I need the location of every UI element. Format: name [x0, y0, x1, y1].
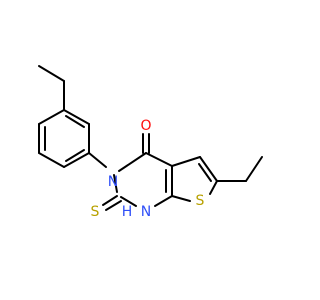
bond	[38, 152, 65, 168]
bond	[171, 156, 201, 167]
bond	[63, 152, 90, 168]
thiophene-ring	[171, 156, 218, 202]
bond	[38, 65, 65, 82]
bond	[154, 195, 173, 207]
ethyl-group-aryl	[38, 65, 65, 111]
double-bond-inner	[65, 149, 85, 162]
molecule-structure: O N N H S S	[38, 65, 263, 220]
bond	[38, 109, 65, 125]
sulfur-thione-atom-label: S	[91, 204, 100, 220]
nitrogen-atom-label-nh: N	[141, 204, 151, 220]
bond	[105, 200, 122, 211]
bond	[113, 174, 118, 193]
bond-aryl-n	[88, 152, 107, 168]
bond	[209, 180, 218, 195]
nitrogen-atom-label: N	[108, 174, 118, 190]
sulfur-thiophene-atom-label: S	[196, 193, 205, 209]
bond	[145, 152, 173, 167]
benzene-ring	[38, 109, 90, 168]
bond	[63, 109, 90, 125]
bond	[171, 195, 191, 202]
oxygen-atom-label: O	[140, 118, 151, 134]
bond	[118, 152, 147, 172]
bond	[120, 196, 137, 207]
bond	[199, 156, 218, 182]
carbonyl-bond	[142, 133, 150, 154]
bond	[102, 195, 118, 206]
bond	[245, 156, 263, 182]
double-bond-inner	[65, 115, 85, 128]
ethyl-group-thiophene	[216, 156, 263, 182]
structure-canvas: O N N H S S	[38, 65, 263, 220]
hydrogen-atom-label: H	[122, 204, 133, 220]
thione-bond	[102, 195, 122, 211]
double-bond-inner	[198, 163, 212, 182]
pyrimidine-ring	[113, 152, 173, 207]
